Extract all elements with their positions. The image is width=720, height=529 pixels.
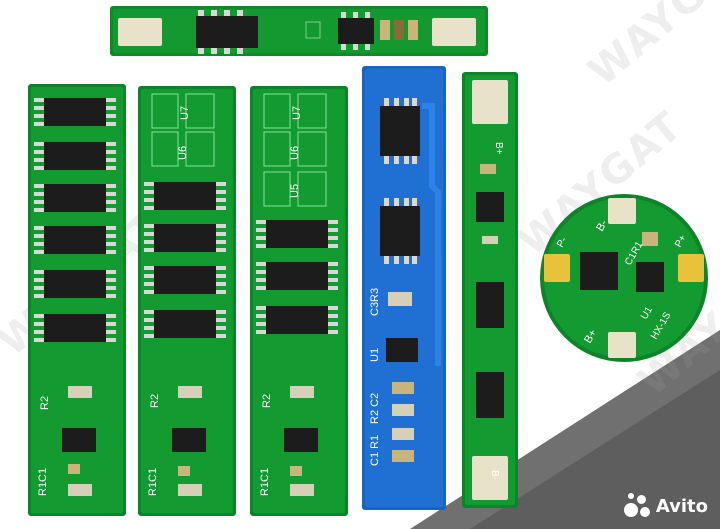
pcb-long-horizontal: [110, 6, 488, 56]
board-label: P-: [555, 235, 570, 249]
avito-logo-text: Avito: [655, 495, 708, 517]
pcb-round: B- P- P+ B+ C1R1 U1 HX-1S: [540, 194, 708, 362]
board-label: R1C1: [37, 468, 49, 496]
avito-dots-icon: [623, 493, 650, 519]
board-label: U6: [289, 146, 301, 160]
board-label: C3R3: [369, 288, 381, 316]
board-label: B+: [582, 328, 599, 346]
pcb-three-chip: U7 U6 U5 R2 R1C1: [250, 86, 348, 516]
board-label: C1 R1: [369, 435, 381, 466]
board-label: R2: [261, 394, 273, 408]
board-label: R2: [149, 394, 161, 408]
board-label: U5: [289, 184, 301, 198]
board-label: B+: [493, 142, 504, 155]
pcb-six-chip: R2 R1C1: [28, 84, 126, 516]
pcb-blue: C3R3 U1 R2 C2 C1 R1: [362, 66, 446, 510]
avito-logo: Avito: [623, 493, 708, 519]
board-label: R2 C2: [369, 393, 381, 424]
pcb-narrow-vertical: B+ B-: [462, 72, 518, 508]
board-label: U7: [291, 106, 303, 120]
board-label: B-: [489, 470, 500, 480]
board-label: R1C1: [259, 468, 271, 496]
board-label: U6: [177, 146, 189, 160]
board-label: U7: [179, 106, 191, 120]
board-label: U1: [369, 348, 381, 362]
pcb-four-chip: U7 U6 R2 R1C1: [138, 86, 236, 516]
board-label: R1C1: [147, 468, 159, 496]
board-label: R2: [39, 396, 51, 410]
board-label: P+: [673, 233, 689, 249]
